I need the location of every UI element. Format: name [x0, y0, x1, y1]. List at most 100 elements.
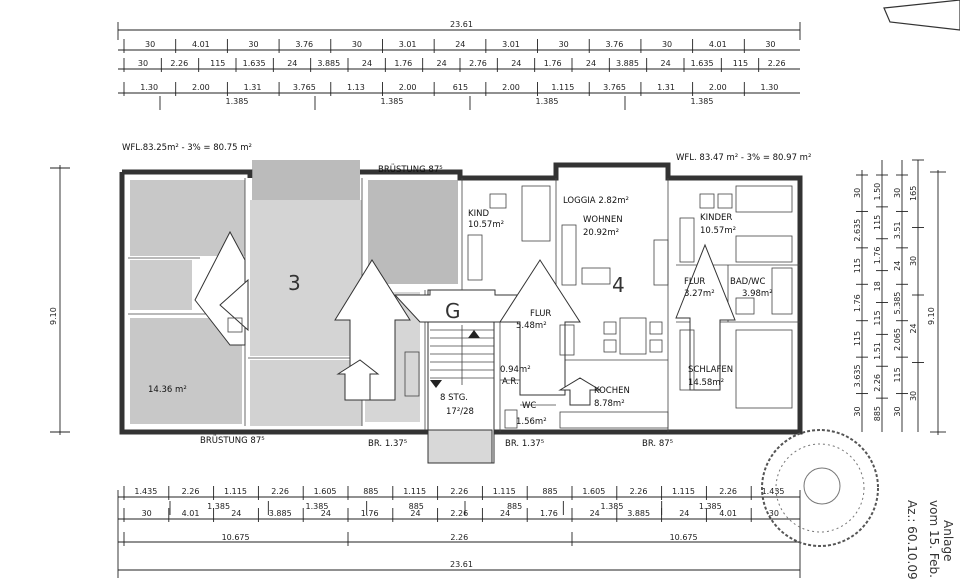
dim-label: 1.435: [134, 487, 157, 496]
dim-label: 1.76: [853, 294, 862, 312]
dim-label: 1.76: [394, 59, 412, 68]
dim-label: 24: [586, 59, 596, 68]
margin-note: Anlage vom 15. Feb. Az.: 60.10.09: [905, 500, 955, 580]
br-mid: BR. 1.37⁵: [505, 439, 544, 449]
dim-label: 24: [362, 59, 372, 68]
dim-label: 3.01: [502, 40, 520, 49]
dim-label: 1.385: [306, 502, 329, 511]
dim-label: 1.385: [699, 502, 722, 511]
left-dimension: 9.10: [49, 165, 70, 435]
stair-info: 8 STG.: [440, 393, 468, 403]
bad-name: BAD/WC: [730, 277, 765, 287]
dim-label: 30: [662, 40, 672, 49]
dim-label: 1.115: [551, 83, 574, 92]
dim-label: 30: [142, 509, 152, 518]
unit-4-number: 4: [612, 273, 625, 297]
dim-label: 30: [853, 406, 862, 416]
dim-label: 1.385: [381, 97, 404, 106]
flur-name: FLUR: [530, 309, 551, 319]
dim-label: 24: [500, 509, 510, 518]
dim-top-total: 23.61: [450, 20, 473, 29]
dim-label: 24: [511, 59, 521, 68]
bad-area: 3.98m²: [742, 289, 773, 299]
ar-name: A.R.: [502, 377, 519, 387]
right-dimensions: 9.10 302.6351151.761153.635301.501151.76…: [853, 159, 946, 435]
dim-label: 2.26: [450, 487, 468, 496]
wohnen-name: WOHNEN: [583, 215, 623, 225]
dim-label: 24: [661, 59, 671, 68]
dim-left-total: 9.10: [49, 307, 58, 325]
room-left-area: 14.36 m²: [148, 385, 187, 395]
dim-label: 3.01: [399, 40, 417, 49]
dim-label: 2.26: [450, 509, 468, 518]
dim-label: 1.30: [140, 83, 158, 92]
schlafen-area: 14.58m²: [688, 378, 724, 388]
bruestung-top: BRÜSTUNG 87⁵: [378, 164, 443, 175]
dim-label: 4.01: [192, 40, 210, 49]
dim-label: 1.76: [540, 509, 558, 518]
dim-label: 2.00: [502, 83, 520, 92]
kinder-name: KINDER: [700, 213, 732, 223]
flur2-area: 3.27m²: [684, 289, 715, 299]
dim-label: 30: [352, 40, 362, 49]
dim-label: 24: [590, 509, 600, 518]
dim-label: 1.435: [762, 487, 785, 496]
corner-arrow-icon: [883, 0, 960, 31]
dim-label: 115: [210, 59, 225, 68]
dim-label: 115: [873, 310, 882, 325]
dim-label: 2.26: [768, 59, 786, 68]
wc-name: WC: [522, 401, 536, 411]
dim-label: 30: [138, 59, 148, 68]
flur-area: 5.48m²: [516, 321, 547, 331]
dim-label: 1.385: [691, 97, 714, 106]
stair-ratio: 17²/28: [446, 407, 474, 417]
dim-label: 24: [231, 509, 241, 518]
dim-label: 1.115: [493, 487, 516, 496]
dim-label: 115: [733, 59, 748, 68]
stamp: [761, 429, 879, 547]
dim-label: 24: [437, 59, 447, 68]
dim-bottom-total: 23.61: [450, 560, 473, 569]
dim-label: 885: [873, 406, 882, 421]
margin-note-line3: Az.: 60.10.09: [905, 500, 919, 580]
dim-label: 2.26: [182, 487, 200, 496]
wfl-right: WFL. 83.47 m² - 3% = 80.97 m²: [676, 153, 811, 163]
dim-label: 1.115: [224, 487, 247, 496]
dim-label: 4.01: [182, 509, 200, 518]
dim-label: 3.885: [616, 59, 639, 68]
dim-label: 1.385: [536, 97, 559, 106]
dim-label: 18: [873, 281, 882, 291]
margin-note-line2: vom 15. Feb.: [927, 500, 941, 578]
dim-label: 24: [679, 509, 689, 518]
br-right: BR. 87⁵: [642, 439, 673, 449]
dim-label: 2.26: [719, 487, 737, 496]
dim-label: 24: [321, 509, 331, 518]
dim-label: 2.635: [853, 219, 862, 242]
dim-label: 30: [893, 188, 902, 198]
dim-label: 1.76: [361, 509, 379, 518]
dim-right-total: 9.10: [927, 307, 936, 325]
stair-g-label: G: [445, 299, 461, 323]
dim-label: 30: [909, 391, 918, 401]
dim-label: 885: [363, 487, 378, 496]
dim-label: 24: [287, 59, 297, 68]
dim-label: 2.26: [271, 487, 289, 496]
dim-label: 1.605: [314, 487, 337, 496]
room-labels: WFL.83.25m² - 3% = 80.75 m² WFL. 83.47 m…: [122, 143, 811, 449]
dim-label: 10.675: [222, 533, 250, 542]
dim-label: 3.765: [293, 83, 316, 92]
dim-label: 2.76: [469, 59, 487, 68]
dim-label: 30: [765, 40, 775, 49]
wfl-left: WFL.83.25m² - 3% = 80.75 m²: [122, 143, 252, 153]
kochen-area: 8.78m²: [594, 399, 625, 409]
dim-label: 30: [853, 188, 862, 198]
dim-label: 24: [455, 40, 465, 49]
dim-label: 2.26: [450, 533, 468, 542]
dim-label: 115: [893, 367, 902, 382]
unit-3-number: 3: [288, 271, 301, 295]
dim-label: 24: [410, 509, 420, 518]
dim-label: 1.115: [403, 487, 426, 496]
dim-label: 1.115: [672, 487, 695, 496]
dim-label: 30: [248, 40, 258, 49]
